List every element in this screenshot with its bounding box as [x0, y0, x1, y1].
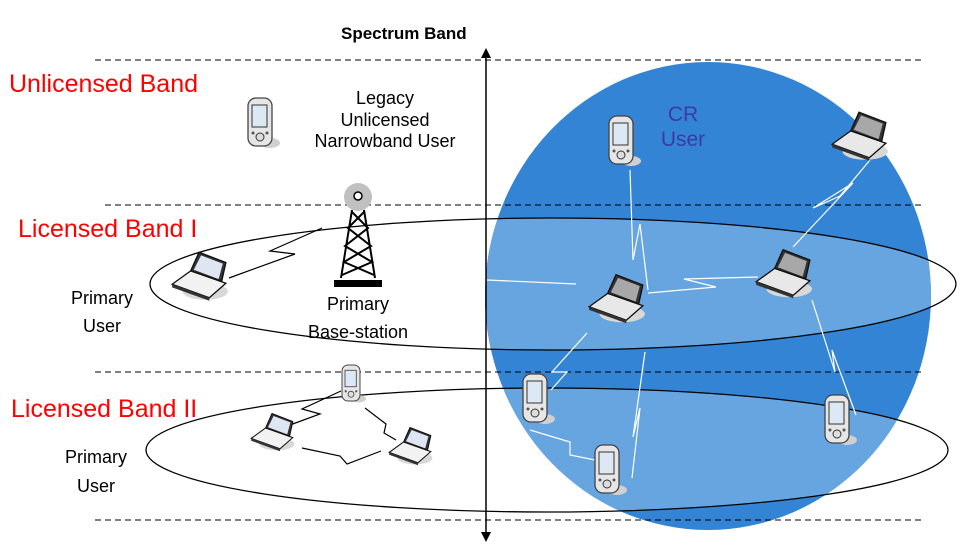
pbs-line-1: Primary [327, 294, 389, 314]
cr-link-pda-laptop [629, 169, 649, 291]
link-pu-basestation [228, 227, 323, 279]
link-pda-laptop1 [289, 390, 342, 426]
cr-link-laptop-laptop [647, 276, 759, 294]
base-station-tower-icon [334, 183, 382, 287]
cr-link-laptop-pda-bottom [631, 351, 646, 479]
axis-arrow-down [481, 532, 491, 542]
cr-link-laptop-toplaptop [792, 159, 871, 248]
pbs-line-2: Base-station [307, 322, 409, 342]
band2-laptop2-icon [388, 427, 433, 466]
pu2-line-2: User [76, 476, 115, 496]
cr-user-label: CR User [643, 102, 723, 152]
link-pda-laptop2 [364, 407, 397, 441]
legacy-user-label: Legacy Unlicensed Narrowband User [300, 88, 470, 153]
band-label-unlicensed: Unlicensed Band [9, 70, 199, 98]
axis-title: Spectrum Band [341, 24, 467, 43]
cr-link-pda-pda [529, 429, 601, 462]
primary-base-station-label: Primary Base-station [296, 290, 420, 346]
band2-pda-icon [341, 364, 367, 404]
legacy-user-line-3: Narrowband User [314, 131, 456, 152]
cr-link-left [486, 279, 577, 285]
legacy-pda-icon [247, 97, 281, 149]
band-label-licensed-1: Licensed Band I [18, 215, 198, 243]
cr-line-2: User [660, 128, 706, 151]
primary-user-band1-label: Primary User [52, 284, 152, 340]
cr-overlap-band2 [485, 388, 931, 512]
legacy-user-line-2: Unlicensed [340, 109, 430, 130]
primary-laptop-band1-icon [171, 251, 229, 302]
legacy-user-line-1: Legacy [355, 88, 415, 108]
band-label-licensed-2: Licensed Band II [11, 395, 198, 423]
band2-laptop1-icon [250, 413, 295, 452]
link-laptop1-laptop2 [301, 447, 382, 465]
cr-link-laptop-pda-right [811, 299, 857, 416]
cr-line-1: CR [667, 103, 699, 126]
pu1-line-1: Primary [71, 288, 133, 308]
pu1-line-2: User [82, 316, 121, 336]
axis-arrow-up [481, 48, 491, 58]
cr-link-laptop-pda-left [550, 332, 588, 391]
band1-ellipse [149, 217, 957, 351]
primary-user-band2-label: Primary User [46, 443, 146, 501]
pu2-line-1: Primary [65, 447, 127, 467]
cr-overlap-band1 [485, 218, 931, 350]
